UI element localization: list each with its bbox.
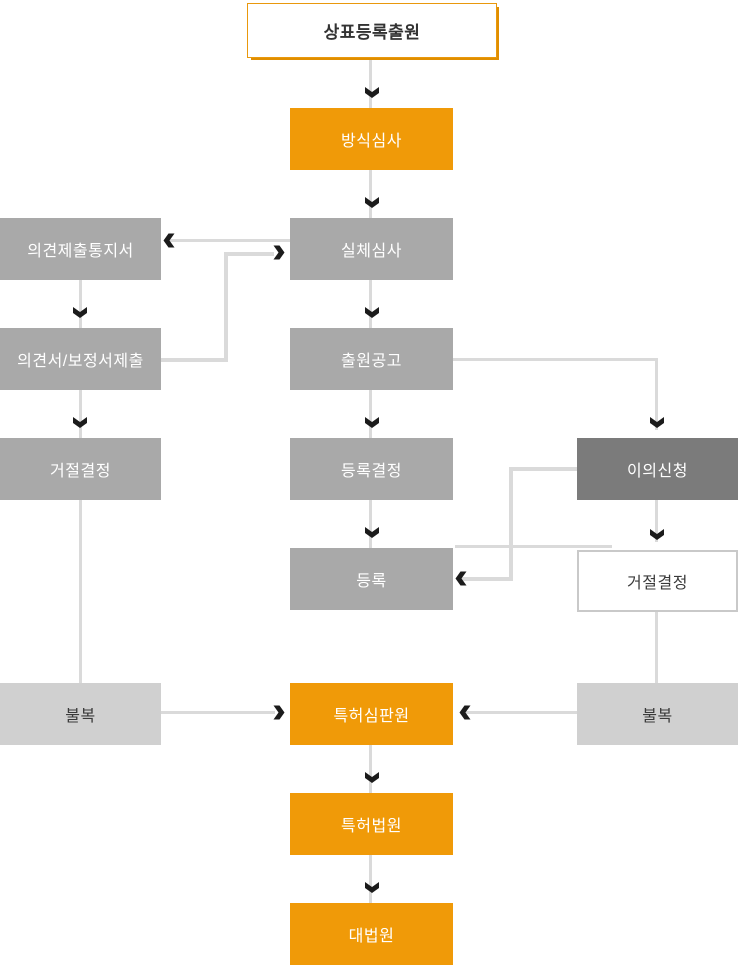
node-label: 거절결정 bbox=[627, 575, 688, 592]
connector-rejectionright-appealright bbox=[655, 612, 658, 683]
connector-publication-opposition-v bbox=[655, 358, 658, 430]
connector-opposition-registration-v bbox=[509, 467, 513, 581]
node-label: 거절결정 bbox=[50, 463, 111, 480]
connector-appealright-tribunal bbox=[466, 711, 577, 714]
node-label: 등록 bbox=[356, 573, 387, 590]
node-patent-tribunal: 특허심판원 bbox=[290, 683, 453, 745]
arrowhead-down-icon bbox=[365, 417, 379, 428]
connector-publication-opposition-h bbox=[453, 358, 658, 361]
node-substantive-exam: 실체심사 bbox=[290, 218, 453, 280]
node-label: 특허심판원 bbox=[333, 708, 410, 725]
node-appeal-right: 불복 bbox=[577, 683, 738, 745]
arrowhead-right-icon bbox=[273, 705, 285, 720]
connector-notice-submission bbox=[79, 280, 82, 328]
connector-publication-regdecision bbox=[369, 390, 372, 438]
arrowhead-down-icon bbox=[650, 529, 664, 540]
node-opposition: 이의신청 bbox=[577, 438, 738, 500]
node-formality-exam: 방식심사 bbox=[290, 108, 453, 170]
arrowhead-down-icon bbox=[365, 197, 379, 208]
connector-submission-rejection bbox=[79, 390, 82, 438]
arrowhead-down-icon bbox=[650, 417, 664, 428]
arrowhead-down-icon bbox=[365, 87, 379, 98]
arrowhead-left-icon bbox=[163, 233, 175, 248]
connector-submission-substantive-h1 bbox=[161, 358, 228, 362]
node-label: 방식심사 bbox=[341, 133, 402, 150]
arrowhead-down-icon bbox=[365, 772, 379, 783]
arrowhead-down-icon bbox=[365, 882, 379, 893]
node-label: 불복 bbox=[642, 708, 673, 725]
connector-substantive-notice bbox=[166, 239, 290, 242]
connector-appealleft-tribunal bbox=[161, 711, 275, 714]
node-supreme-court: 대법원 bbox=[290, 903, 453, 965]
connector-submission-substantive-v bbox=[224, 252, 228, 362]
arrowhead-right-icon bbox=[273, 245, 285, 260]
node-opinion-notice: 의견제출통지서 bbox=[0, 218, 161, 280]
node-publication: 출원공고 bbox=[290, 328, 453, 390]
arrowhead-left-icon bbox=[455, 571, 467, 586]
connector-formality-substantive bbox=[369, 170, 372, 218]
node-label: 상표등록출원 bbox=[323, 23, 421, 42]
node-label: 대법원 bbox=[348, 928, 395, 945]
connector-tribunal-patentcourt bbox=[369, 745, 372, 793]
node-appeal-left: 불복 bbox=[0, 683, 161, 745]
node-label: 등록결정 bbox=[341, 463, 402, 480]
connector-rejection-appeal-left bbox=[79, 500, 82, 683]
connector-regdecision-registration bbox=[369, 500, 372, 548]
connector-application-formality bbox=[369, 58, 372, 108]
node-trademark-application: 상표등록출원 bbox=[247, 3, 497, 58]
node-label: 의견서/보정서제출 bbox=[17, 353, 144, 370]
node-registration-decision: 등록결정 bbox=[290, 438, 453, 500]
connector-substantive-publication bbox=[369, 280, 372, 328]
arrowhead-down-icon bbox=[73, 417, 87, 428]
arrowhead-down-icon bbox=[365, 527, 379, 538]
node-rejection-decision-opposition: 거절결정 bbox=[577, 550, 738, 612]
node-label: 불복 bbox=[65, 708, 96, 725]
node-opinion-submission: 의견서/보정서제출 bbox=[0, 328, 161, 390]
node-registration: 등록 bbox=[290, 548, 453, 610]
connector-opposition-registration-h1 bbox=[511, 467, 577, 471]
arrowhead-down-icon bbox=[73, 307, 87, 318]
node-label: 의견제출통지서 bbox=[27, 243, 134, 260]
arrowhead-left-icon bbox=[459, 705, 471, 720]
node-patent-court: 특허법원 bbox=[290, 793, 453, 855]
node-rejection-decision-left: 거절결정 bbox=[0, 438, 161, 500]
connector-registration-rejection-stub bbox=[455, 545, 612, 548]
arrowhead-down-icon bbox=[365, 307, 379, 318]
connector-submission-substantive-h2 bbox=[224, 252, 274, 256]
connector-opposition-registration-h2 bbox=[458, 577, 511, 581]
connector-patentcourt-supremecourt bbox=[369, 855, 372, 903]
node-label: 출원공고 bbox=[341, 353, 402, 370]
connector-opposition-rejectionright bbox=[655, 500, 658, 542]
node-label: 특허법원 bbox=[341, 818, 402, 835]
node-label: 실체심사 bbox=[341, 243, 402, 260]
node-label: 이의신청 bbox=[627, 463, 688, 480]
